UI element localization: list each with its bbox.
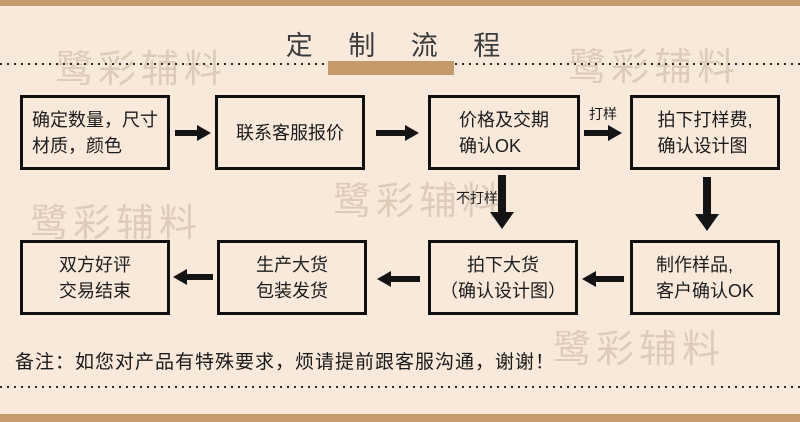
arrow-label-sample: 打样 bbox=[589, 106, 617, 122]
bottom-brand-bar bbox=[0, 414, 800, 422]
title-underline-bar bbox=[328, 61, 454, 75]
flow-step-line: （确认设计图） bbox=[440, 280, 566, 301]
flow-step-line: 确认设计图 bbox=[657, 135, 748, 156]
flow-step-line: 拍下打样费, bbox=[657, 109, 753, 130]
flow-step-line: 材质，颜色 bbox=[32, 135, 122, 156]
top-brand-bar bbox=[0, 0, 800, 6]
arrow-label-no-sample: 不打样 bbox=[456, 190, 498, 206]
flow-step-line: 制作样品, bbox=[655, 254, 733, 275]
flow-step-produce-ship: 生产大货 包装发货 bbox=[217, 240, 367, 315]
flow-step-line: 客户确认OK bbox=[655, 280, 754, 301]
flow-step-feedback-finish: 双方好评 交易结束 bbox=[20, 240, 170, 315]
flow-step-confirm-specs: 确定数量，尺寸 材质，颜色 bbox=[20, 95, 170, 170]
flow-step-line: 联系客服报价 bbox=[236, 122, 344, 143]
arrow-right-icon bbox=[376, 125, 419, 141]
flow-step-line: 双方好评 bbox=[59, 254, 131, 275]
flow-step-line: 拍下大货 bbox=[467, 254, 539, 275]
page-title: 定 制 流 程 bbox=[285, 31, 515, 61]
arrow-down-icon bbox=[490, 175, 514, 229]
flow-step-pay-bulk-order: 拍下大货 （确认设计图） bbox=[428, 240, 578, 315]
flow-step-line: 价格及交期 bbox=[459, 109, 549, 130]
arrow-right-icon bbox=[584, 125, 622, 141]
arrow-left-icon bbox=[582, 271, 624, 287]
flow-step-contact-service: 联系客服报价 bbox=[215, 95, 365, 170]
flow-step-line: 确认OK bbox=[459, 135, 522, 156]
flow-step-line: 确定数量，尺寸 bbox=[32, 109, 158, 130]
flow-step-pay-sample-fee: 拍下打样费, 确认设计图 bbox=[630, 95, 780, 170]
flow-step-line: 生产大货 bbox=[256, 254, 328, 275]
watermark-mid-left: 鹭彩辅料 bbox=[30, 203, 203, 245]
flow-step-make-sample-confirm: 制作样品, 客户确认OK bbox=[630, 240, 780, 315]
arrow-right-icon bbox=[175, 125, 211, 141]
arrow-left-icon bbox=[377, 271, 420, 287]
footer-note: 备注：如您对产品有特殊要求，烦请提前跟客服沟通，谢谢！ bbox=[15, 352, 556, 373]
bottom-dotted-divider bbox=[0, 386, 800, 388]
flow-step-line: 交易结束 bbox=[59, 280, 131, 301]
arrow-left-icon bbox=[173, 269, 213, 285]
flow-step-price-confirm: 价格及交期 确认OK bbox=[428, 95, 580, 170]
arrow-down-icon bbox=[695, 177, 719, 231]
flow-step-line: 包装发货 bbox=[256, 280, 328, 301]
watermark-bottom-right: 鹭彩辅料 bbox=[553, 329, 726, 371]
